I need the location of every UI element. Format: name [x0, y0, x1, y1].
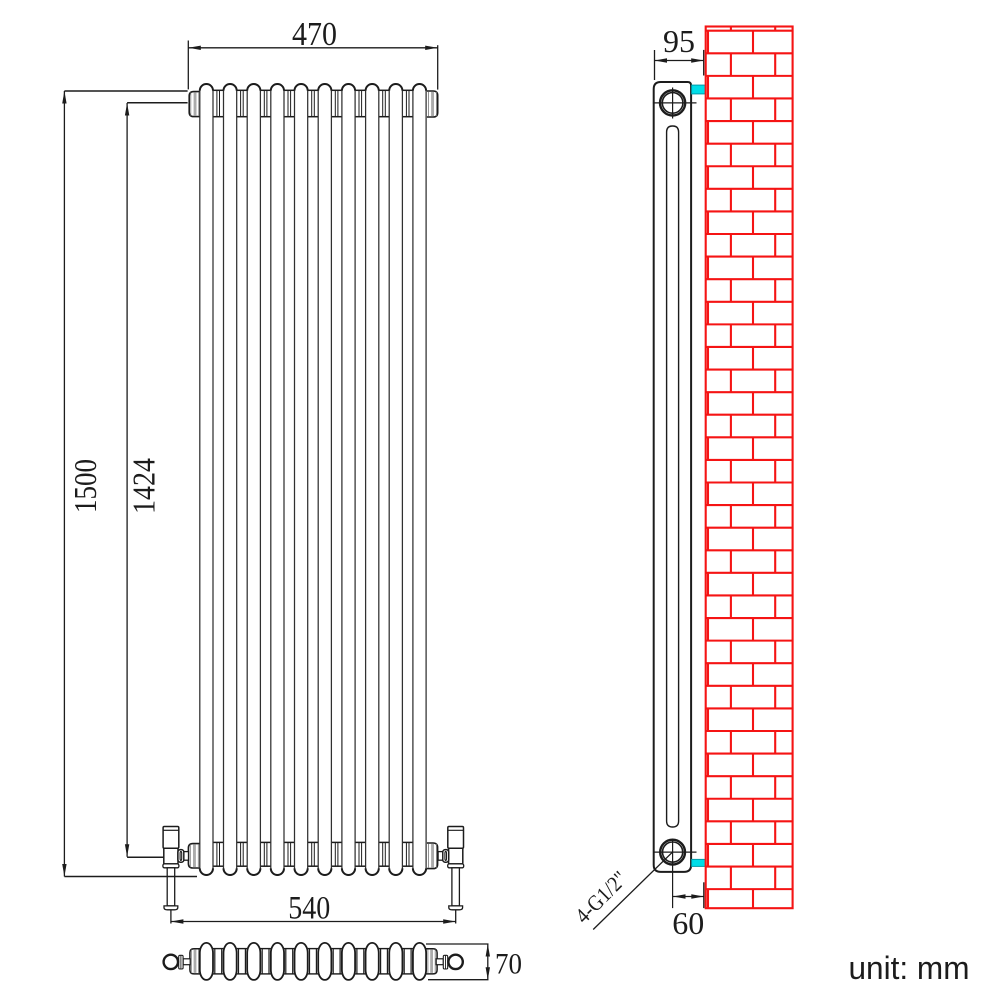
svg-text:1424: 1424 — [126, 458, 162, 514]
svg-text:unit: mm: unit: mm — [849, 950, 970, 986]
svg-text:470: 470 — [292, 16, 337, 53]
svg-text:70: 70 — [495, 947, 522, 980]
svg-text:95: 95 — [663, 23, 695, 59]
svg-text:1500: 1500 — [67, 459, 103, 513]
svg-text:60: 60 — [672, 905, 704, 941]
svg-text:540: 540 — [288, 890, 330, 926]
